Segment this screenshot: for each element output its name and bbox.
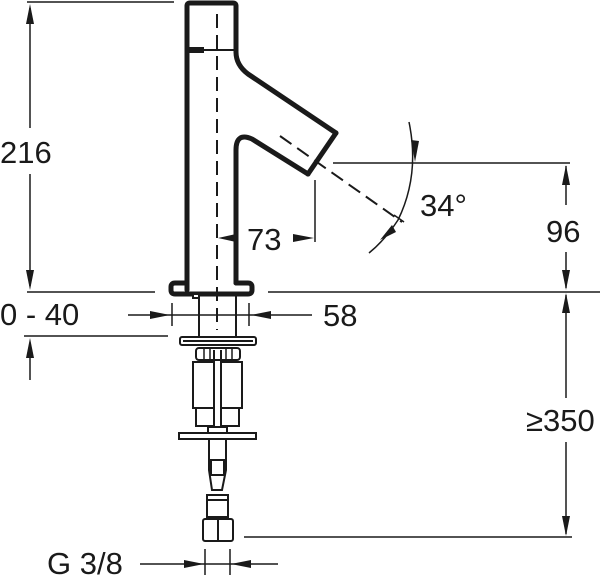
dim-deck-thickness	[24, 335, 168, 380]
label-spout-height: 96	[546, 214, 580, 249]
label-connection-thread: G 3/8	[47, 546, 123, 575]
dim-hole-diameter	[128, 303, 312, 326]
dim-hose-length	[244, 293, 572, 538]
dim-connection-thread	[140, 549, 278, 575]
label-spout-angle: 34°	[420, 188, 467, 223]
dim-total-height	[26, 1, 174, 293]
label-hose-length: ≥350	[526, 403, 595, 438]
spout-axis	[279, 135, 403, 223]
dim-spout-angle	[368, 121, 419, 254]
label-deck-thickness: 0 - 40	[0, 297, 79, 332]
mounting-assembly	[178, 293, 257, 542]
dim-spout-reach	[218, 180, 316, 242]
dim-spout-height	[268, 162, 600, 293]
label-hole-diameter: 58	[323, 298, 357, 333]
faucet-body	[168, 0, 339, 297]
label-total-height: 216	[0, 135, 52, 170]
label-spout-reach: 73	[247, 222, 281, 257]
